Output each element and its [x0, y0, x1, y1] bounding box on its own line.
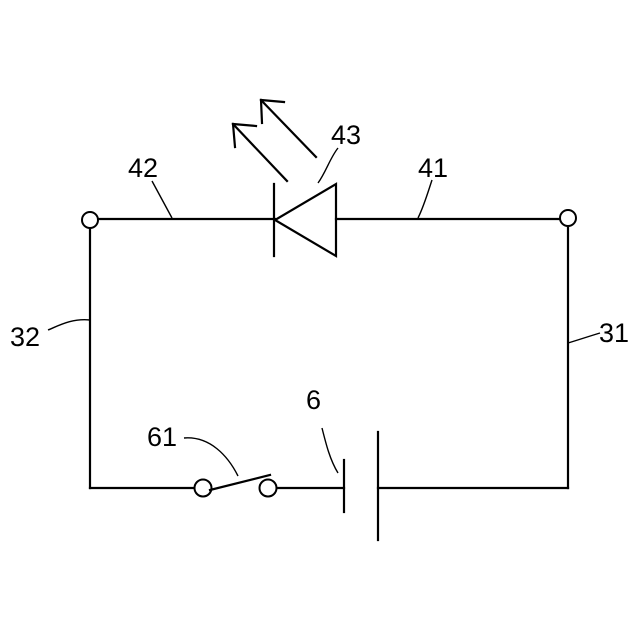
leader-42 — [152, 181, 172, 218]
label-6: 6 — [306, 385, 321, 415]
leader-31 — [568, 333, 600, 343]
leader-43 — [318, 148, 338, 183]
leader-32 — [48, 320, 90, 330]
leader-6 — [322, 428, 338, 473]
battery-symbol — [344, 432, 378, 540]
label-41: 41 — [418, 153, 448, 183]
terminal-left — [82, 212, 98, 228]
switch-symbol — [195, 475, 277, 497]
label-31: 31 — [599, 318, 629, 348]
label-61: 61 — [147, 422, 177, 452]
label-43: 43 — [331, 120, 361, 150]
led-symbol — [274, 184, 336, 256]
terminal-right — [560, 210, 576, 226]
leader-41 — [418, 180, 432, 218]
label-32: 32 — [10, 322, 40, 352]
leader-61 — [184, 438, 238, 476]
label-42: 42 — [128, 153, 158, 183]
light-emission-arrows-icon — [233, 100, 316, 181]
